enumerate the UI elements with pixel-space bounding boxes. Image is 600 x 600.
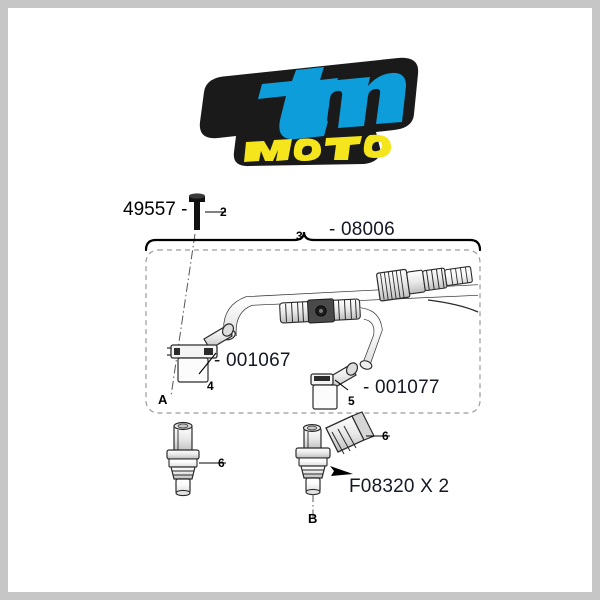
callout-3: 3 (296, 229, 303, 243)
assembly-dashed-box (145, 249, 481, 414)
diagram-canvas: 49557 - 2 3 - 08006 - 001067 4 - 001077 … (8, 8, 592, 592)
inline-coupler (279, 298, 361, 324)
callout-6-right: 6 (382, 429, 389, 443)
marker-a: A (158, 392, 168, 407)
callout-4: 4 (207, 379, 214, 393)
injector-left (166, 421, 200, 497)
assembly-part-label: - 08006 (329, 219, 395, 240)
bolt-part-49557 (189, 193, 205, 230)
sensor-part-001067 (167, 323, 235, 383)
callout-6-left: 6 (218, 456, 225, 470)
tm-moto-logo (188, 48, 428, 168)
parts-drawing (144, 193, 482, 518)
injector-right (295, 411, 375, 496)
callout-5: 5 (348, 394, 355, 408)
group-brace-3 (144, 231, 482, 252)
bolt-part-label: 49557 - (123, 199, 188, 220)
marker-b: B (308, 511, 318, 526)
injector-arrow (330, 466, 353, 476)
logo-subtitle-moto (244, 134, 392, 162)
leader-line-sensor-right (334, 379, 349, 391)
callout-2: 2 (220, 205, 227, 219)
injector-part-label: F08320 X 2 (349, 476, 450, 497)
sensor-part-001077 (310, 362, 359, 410)
logo-letter-m (300, 72, 406, 130)
centerline-a (170, 233, 196, 397)
quick-connect-fitting (376, 265, 473, 302)
sensor-left-part-label: - 001067 (214, 350, 291, 371)
leader-line-sensor-left (198, 352, 217, 375)
sensor-right-part-label: - 001077 (363, 377, 440, 398)
